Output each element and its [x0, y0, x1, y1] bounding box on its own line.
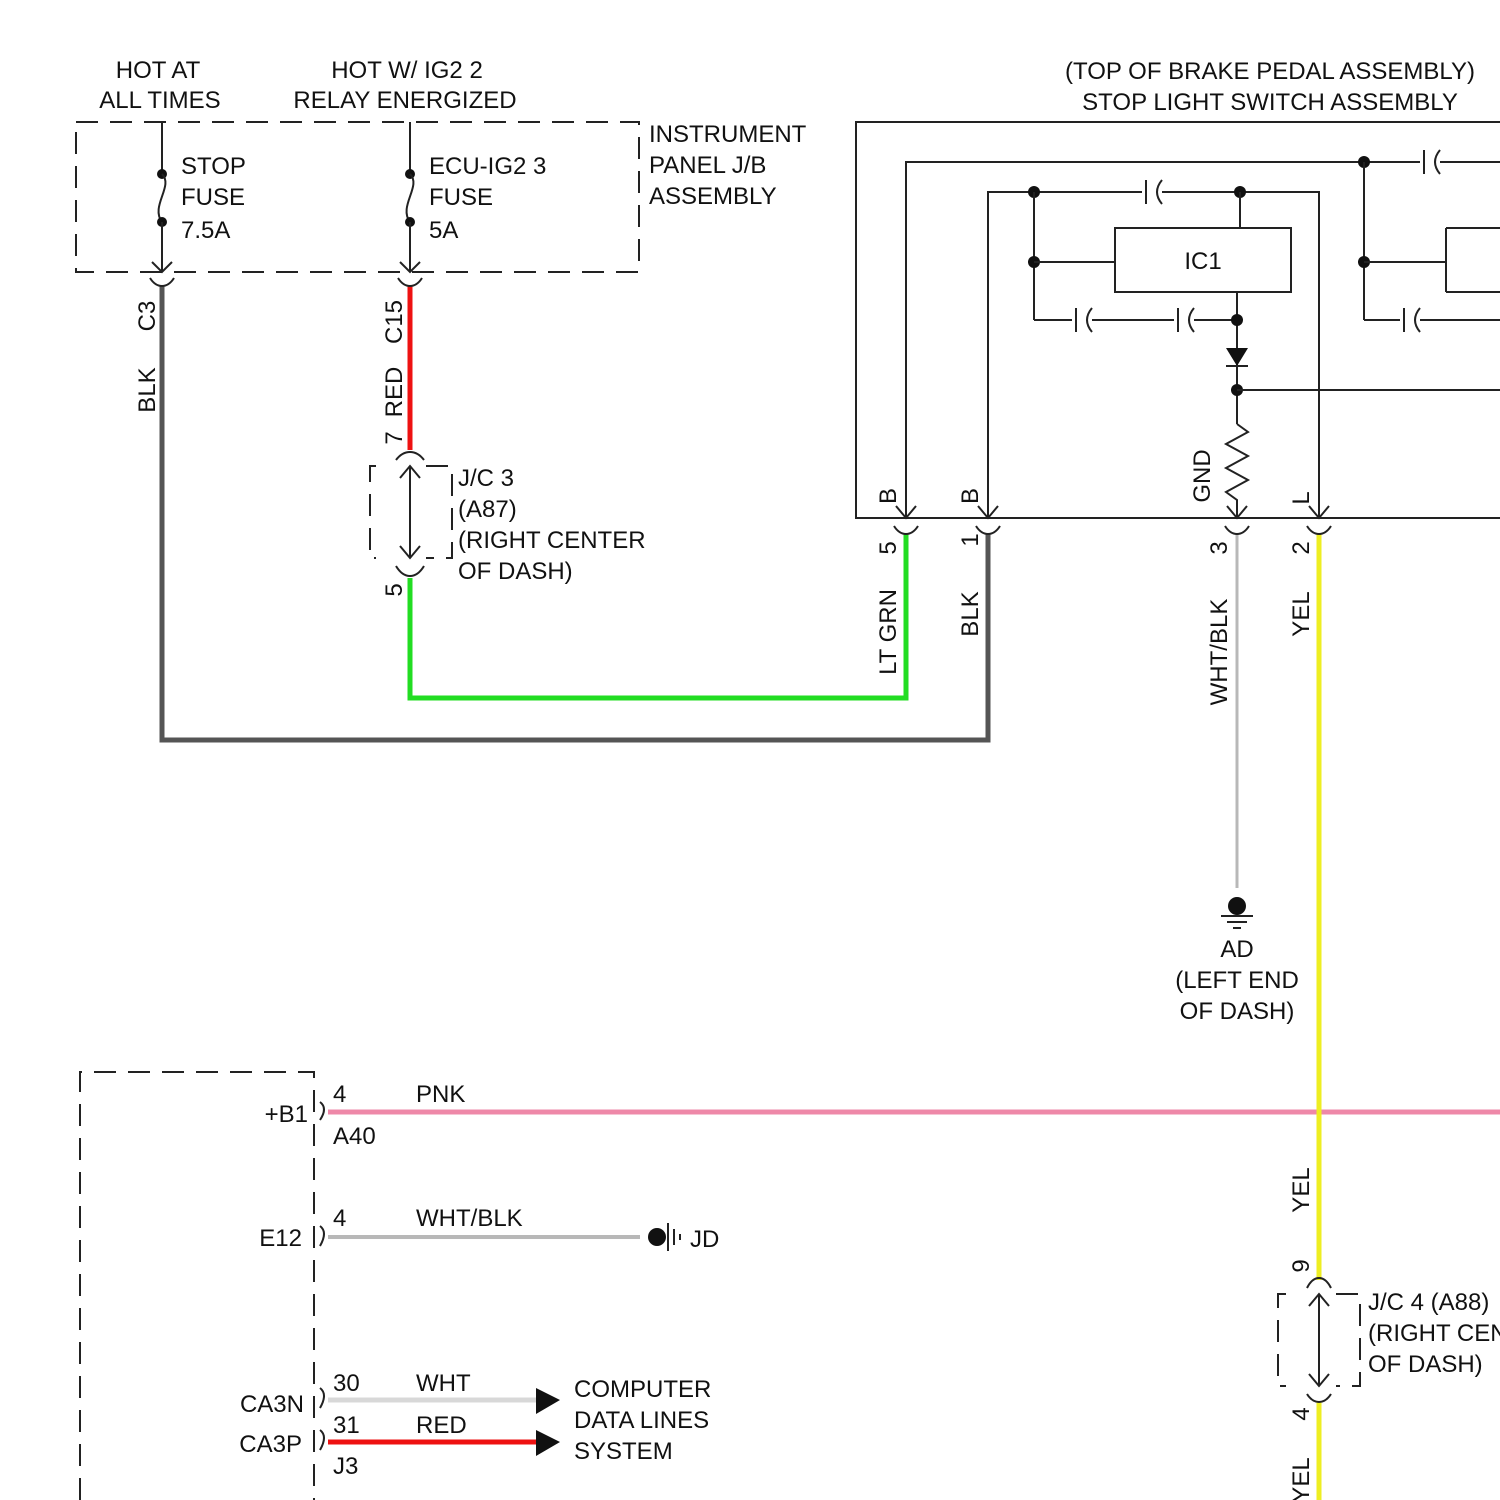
wire-label-yel-upper: YEL — [1288, 1167, 1315, 1212]
resistor-symbol — [1226, 424, 1248, 518]
ground-ad-loc-2: OF DASH) — [1180, 998, 1295, 1025]
ground-ad-icon — [1221, 897, 1253, 928]
jc3-label-1: J/C 3 — [458, 465, 514, 492]
ecu-ca3p-pin: 31 — [333, 1412, 360, 1439]
wire-label-wht-blk-switch: WHT/BLK — [1206, 599, 1233, 706]
diode-symbol — [1226, 348, 1248, 366]
jc4-pin-9: 9 — [1288, 1259, 1315, 1272]
jb-name-line2: PANEL J/B — [649, 152, 766, 179]
switch-pin-5: 5 — [875, 541, 902, 554]
hot-ig2-line1: HOT W/ IG2 2 — [331, 57, 483, 84]
jc3-pin-7: 7 — [381, 431, 408, 444]
terminal-b-2: B — [957, 488, 984, 504]
ecu-terminal-b1: +B1 — [265, 1101, 308, 1128]
ground-jd-icon — [648, 1223, 680, 1251]
ecu-terminal-e12: E12 — [259, 1225, 302, 1252]
arrow-ca3p-icon — [536, 1430, 560, 1456]
comm-label-3: SYSTEM — [574, 1438, 673, 1465]
arrow-ca3n-icon — [536, 1388, 560, 1414]
jc4-box — [1278, 1294, 1286, 1386]
ecu-ca3n-pin: 30 — [333, 1370, 360, 1397]
jc3-label-2: (A87) — [458, 496, 517, 523]
ground-ad-label: AD — [1220, 936, 1253, 963]
wire-label-blk-left: BLK — [134, 367, 161, 412]
wire-label-red-ecu: RED — [416, 1412, 467, 1439]
ecu-b1-pin: 4 — [333, 1081, 346, 1108]
hot-at-all-times-line2: ALL TIMES — [99, 87, 220, 114]
hot-at-all-times-line1: HOT AT — [116, 57, 201, 84]
wire-label-blk-switch: BLK — [957, 591, 984, 636]
wire-label-lt-grn: LT GRN — [875, 589, 902, 675]
ecu-j3-connector: J3 — [333, 1453, 358, 1480]
jc3-box — [370, 466, 376, 558]
ecu-fuse-label-2: FUSE — [429, 184, 493, 211]
comm-label-1: COMPUTER — [574, 1376, 711, 1403]
stop-fuse-label-3: 7.5A — [181, 217, 230, 244]
ecu-fuse-label-1: ECU-IG2 3 — [429, 153, 546, 180]
wire-label-pnk: PNK — [416, 1081, 465, 1108]
ic1-label: IC1 — [1184, 248, 1221, 275]
switch-title-line1: (TOP OF BRAKE PEDAL ASSEMBLY) — [1065, 58, 1475, 85]
jc3-label-4: OF DASH) — [458, 558, 573, 585]
jb-name-line3: ASSEMBLY — [649, 183, 777, 210]
wire-label-wht-blk-ecu: WHT/BLK — [416, 1205, 523, 1232]
switch-pin-3: 3 — [1206, 541, 1233, 554]
jc3-pin-5: 5 — [381, 583, 408, 596]
switch-title-line2: STOP LIGHT SWITCH ASSEMBLY — [1082, 89, 1458, 116]
stop-fuse-symbol — [159, 174, 166, 222]
ecu-terminal-ca3n: CA3N — [240, 1391, 304, 1418]
jc4-label-3: OF DASH) — [1368, 1351, 1483, 1378]
wire-label-red-left: RED — [381, 367, 408, 418]
ecu-e12-pin: 4 — [333, 1205, 346, 1232]
wire-label-yel-lower: YEL — [1288, 1457, 1315, 1500]
wire-label-yel-switch: YEL — [1288, 591, 1315, 636]
switch-pin-1: 1 — [957, 533, 984, 546]
comm-label-2: DATA LINES — [574, 1407, 709, 1434]
stop-fuse-label-1: STOP — [181, 153, 246, 180]
hot-ig2-line2: RELAY ENERGIZED — [293, 87, 516, 114]
wire-blk-c3 — [162, 286, 988, 740]
ecu-b1-connector: A40 — [333, 1123, 376, 1150]
ecu-terminal-ca3p: CA3P — [239, 1431, 302, 1458]
jb-name-line1: INSTRUMENT — [649, 121, 807, 148]
connector-c3: C3 — [134, 301, 161, 332]
ecu-ig2-fuse-symbol — [407, 174, 414, 222]
instrument-panel-jb-box — [76, 122, 639, 272]
terminal-b-1: B — [875, 488, 902, 504]
jc4-label-1: J/C 4 (A88) — [1368, 1289, 1489, 1316]
jc4-label-2: (RIGHT CENTER — [1368, 1320, 1500, 1347]
stop-fuse-label-2: FUSE — [181, 184, 245, 211]
wire-label-wht: WHT — [416, 1370, 471, 1397]
terminal-gnd: GND — [1189, 449, 1216, 502]
ecu-fuse-label-3: 5A — [429, 217, 458, 244]
connector-c15: C15 — [381, 300, 408, 344]
switch-pin-2: 2 — [1288, 541, 1315, 554]
jc4-pin-4: 4 — [1288, 1407, 1315, 1420]
jc3-label-3: (RIGHT CENTER — [458, 527, 646, 554]
ground-ad-loc-1: (LEFT END — [1175, 967, 1299, 994]
ground-jd-label: JD — [690, 1226, 719, 1253]
terminal-l: L — [1288, 491, 1315, 504]
